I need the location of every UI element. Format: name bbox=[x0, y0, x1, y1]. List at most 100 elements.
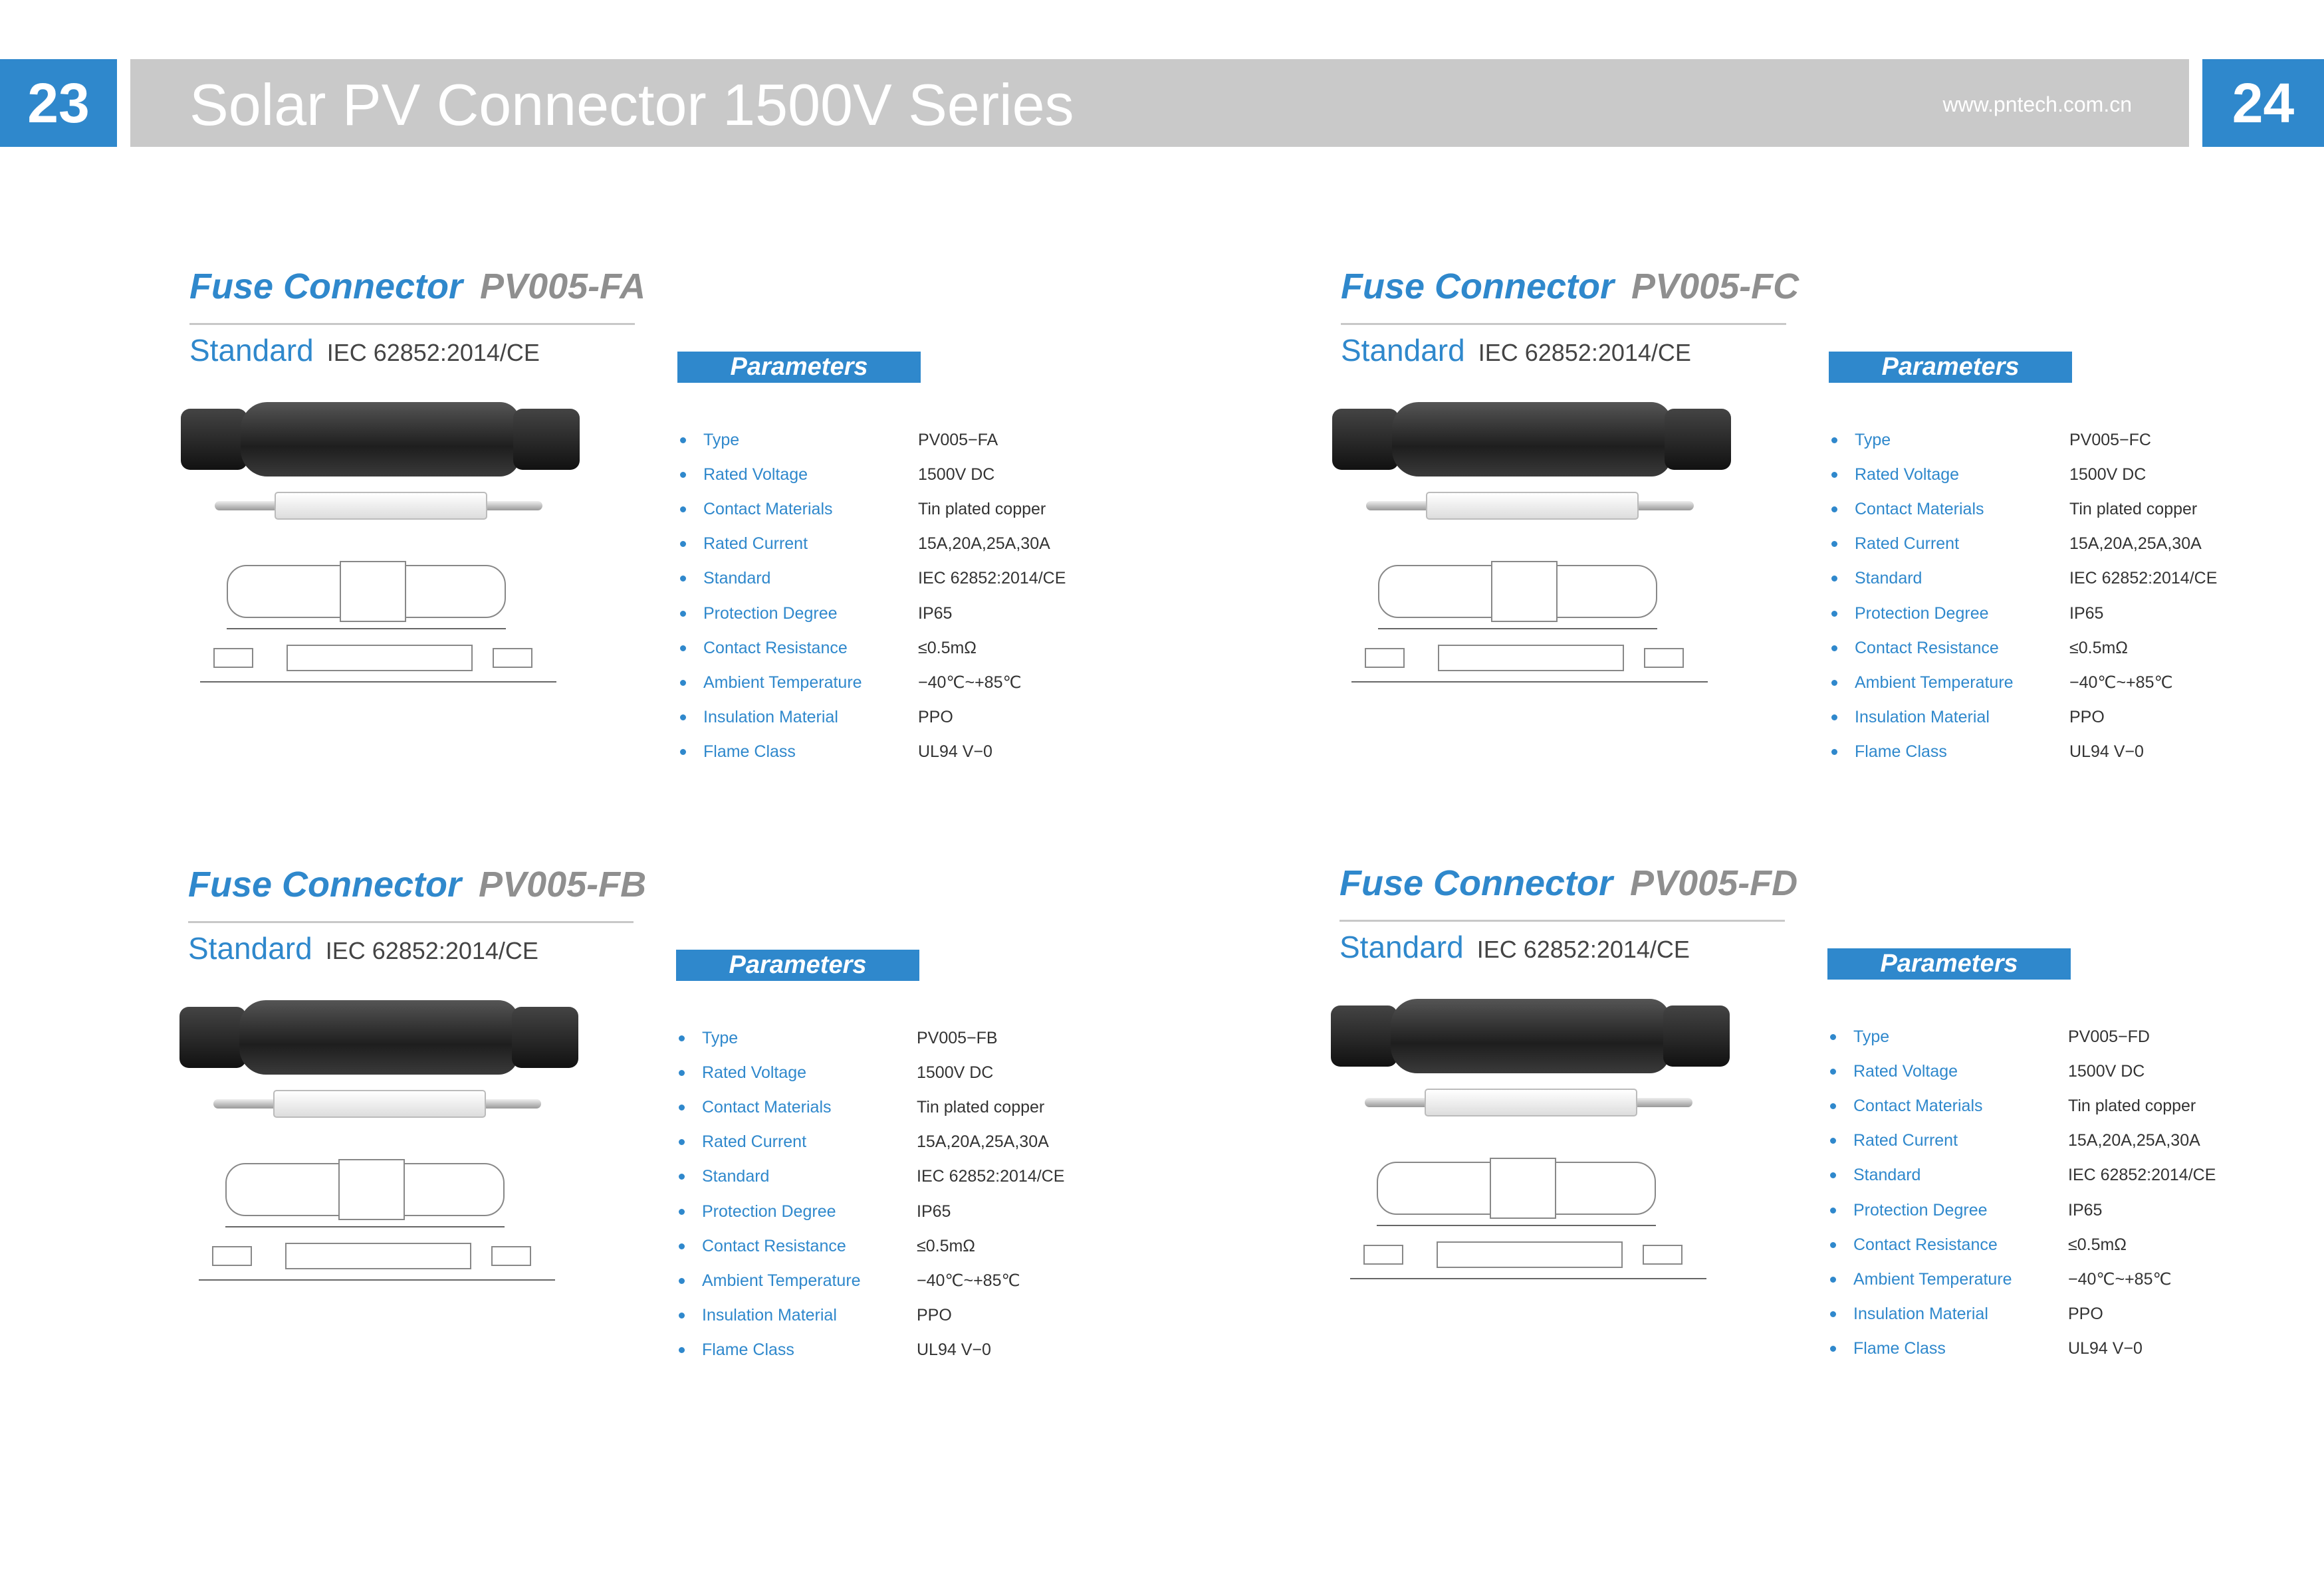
parameter-label: Flame Class bbox=[702, 1340, 794, 1360]
parameter-label: Flame Class bbox=[1855, 742, 1947, 762]
bullet-icon bbox=[1831, 749, 1837, 756]
parameter-value: Tin plated copper bbox=[2069, 499, 2198, 518]
bullet-icon bbox=[1831, 437, 1837, 443]
parameter-label: Rated Voltage bbox=[1853, 1061, 1958, 1081]
parameter-label: Type bbox=[702, 1028, 739, 1047]
connector-body bbox=[239, 1000, 519, 1075]
parameter-value: Tin plated copper bbox=[2068, 1096, 2196, 1115]
parameter-label: Rated Current bbox=[1853, 1131, 1958, 1150]
parameter-row: Insulation Material PPO bbox=[679, 1303, 952, 1329]
standard-value: IEC 62852:2014/CE bbox=[1476, 936, 1690, 963]
connector-body bbox=[1391, 999, 1670, 1073]
parameter-value: PPO bbox=[2068, 1305, 2103, 1324]
parameter-label: Ambient Temperature bbox=[1853, 1269, 2012, 1289]
parameter-label: Rated Voltage bbox=[1855, 465, 1960, 484]
parameter-value: IEC 62852:2014/CE bbox=[918, 569, 1066, 588]
bullet-icon bbox=[679, 1347, 685, 1354]
parameter-value: PPO bbox=[917, 1306, 952, 1325]
parameter-value: PV005−FC bbox=[2069, 430, 2151, 449]
parameter-label: Rated Voltage bbox=[703, 465, 808, 484]
divider bbox=[1341, 323, 1786, 325]
parameter-value: −40℃~+85℃ bbox=[2068, 1270, 2172, 1289]
parameter-label: Type bbox=[1855, 430, 1891, 449]
page-number-left: 23 bbox=[0, 59, 117, 147]
bullet-icon bbox=[679, 1035, 685, 1041]
parameter-value: Tin plated copper bbox=[918, 499, 1046, 518]
bullet-icon bbox=[679, 1104, 685, 1111]
parameter-label: Insulation Material bbox=[1855, 708, 1990, 727]
bullet-icon bbox=[680, 541, 686, 548]
parameter-value: −40℃~+85℃ bbox=[2069, 673, 2173, 692]
parameter-value: PV005−FD bbox=[2068, 1027, 2150, 1046]
parameter-label: Contact Resistance bbox=[703, 638, 848, 657]
page-number-right: 24 bbox=[2202, 59, 2324, 147]
parameter-value: PPO bbox=[918, 708, 953, 727]
connector-cap bbox=[179, 1007, 246, 1068]
parameter-row: Flame Class UL94 V−0 bbox=[1831, 739, 2144, 766]
bullet-icon bbox=[1830, 1346, 1836, 1352]
parameter-value: IP65 bbox=[918, 603, 953, 623]
parameter-label: Contact Materials bbox=[1853, 1096, 1983, 1115]
dimension-drawing bbox=[199, 1159, 555, 1287]
parameter-value: UL94 V−0 bbox=[2069, 742, 2144, 762]
parameter-row: Ambient Temperature−40℃~+85℃ bbox=[679, 1267, 1020, 1294]
parameter-value: 1500V DC bbox=[2069, 465, 2147, 484]
parameter-label: Standard bbox=[1853, 1166, 1921, 1185]
parameter-row: Ambient Temperature−40℃~+85℃ bbox=[1831, 669, 2173, 696]
fuse-photo bbox=[213, 1090, 541, 1118]
parameter-label: Standard bbox=[703, 569, 771, 588]
product-name: Fuse Connector bbox=[188, 865, 462, 904]
standard-value: IEC 62852:2014/CE bbox=[1478, 339, 1691, 366]
connector-cap bbox=[1663, 1005, 1730, 1067]
bullet-icon bbox=[1830, 1103, 1836, 1109]
bullet-icon bbox=[679, 1069, 685, 1076]
bullet-icon bbox=[679, 1313, 685, 1319]
parameter-label: Rated Voltage bbox=[702, 1063, 807, 1082]
parameter-value: UL94 V−0 bbox=[918, 742, 992, 762]
bullet-icon bbox=[1830, 1172, 1836, 1179]
website-url: www.pntech.com.cn bbox=[1942, 92, 2132, 116]
parameter-row: Contact Resistance≤0.5mΩ bbox=[1830, 1231, 2127, 1258]
bullet-icon bbox=[1831, 471, 1837, 478]
connector-cap bbox=[181, 409, 247, 470]
fuse-photo bbox=[1366, 492, 1694, 520]
parameter-row: Contact Resistance≤0.5mΩ bbox=[680, 635, 977, 661]
parameter-value: PV005−FA bbox=[918, 430, 998, 449]
bullet-icon bbox=[1831, 541, 1837, 548]
parameter-label: Insulation Material bbox=[702, 1306, 837, 1325]
parameter-value: −40℃~+85℃ bbox=[917, 1271, 1020, 1291]
parameter-value: IEC 62852:2014/CE bbox=[917, 1167, 1065, 1186]
bullet-icon bbox=[680, 437, 686, 443]
header-banner: Solar PV Connector 1500V Series www.pnte… bbox=[130, 59, 2189, 147]
connector-body bbox=[1392, 402, 1671, 476]
product-name: Fuse Connector bbox=[189, 266, 463, 306]
parameters-heading: Parameters bbox=[676, 950, 919, 981]
dimension-drawing bbox=[200, 561, 556, 688]
parameter-row: Rated Voltage 1500V DC bbox=[1831, 461, 2146, 488]
product-model: PV005-FC bbox=[1631, 266, 1800, 306]
parameter-value: ≤0.5mΩ bbox=[917, 1236, 975, 1255]
connector-cap bbox=[1332, 409, 1399, 470]
dimension-drawing bbox=[1351, 561, 1708, 688]
parameter-value: ≤0.5mΩ bbox=[2069, 638, 2128, 657]
parameter-value: ≤0.5mΩ bbox=[2068, 1235, 2127, 1254]
parameter-row: Standard IEC 62852:2014/CE bbox=[680, 566, 1066, 592]
